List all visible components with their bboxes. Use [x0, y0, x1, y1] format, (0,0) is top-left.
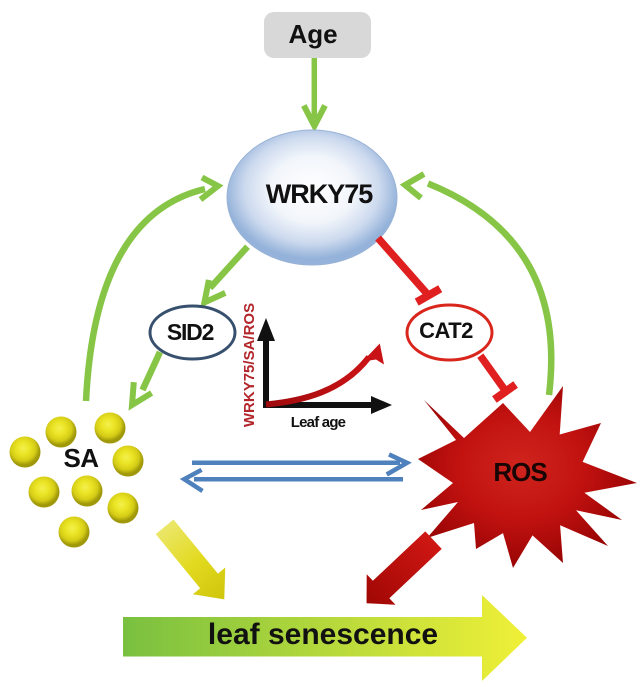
- svg-text:WRKY75/SA/ROS: WRKY75/SA/ROS: [241, 303, 258, 427]
- svg-text:Age: Age: [288, 19, 337, 49]
- svg-text:WRKY75: WRKY75: [266, 179, 374, 209]
- svg-text:Leaf age: Leaf age: [291, 414, 346, 431]
- svg-text:CAT2: CAT2: [419, 318, 473, 343]
- svg-text:ROS: ROS: [493, 457, 547, 487]
- svg-text:SID2: SID2: [167, 319, 214, 345]
- svg-text:leaf senescence: leaf senescence: [208, 618, 438, 651]
- svg-text:SA: SA: [63, 443, 99, 473]
